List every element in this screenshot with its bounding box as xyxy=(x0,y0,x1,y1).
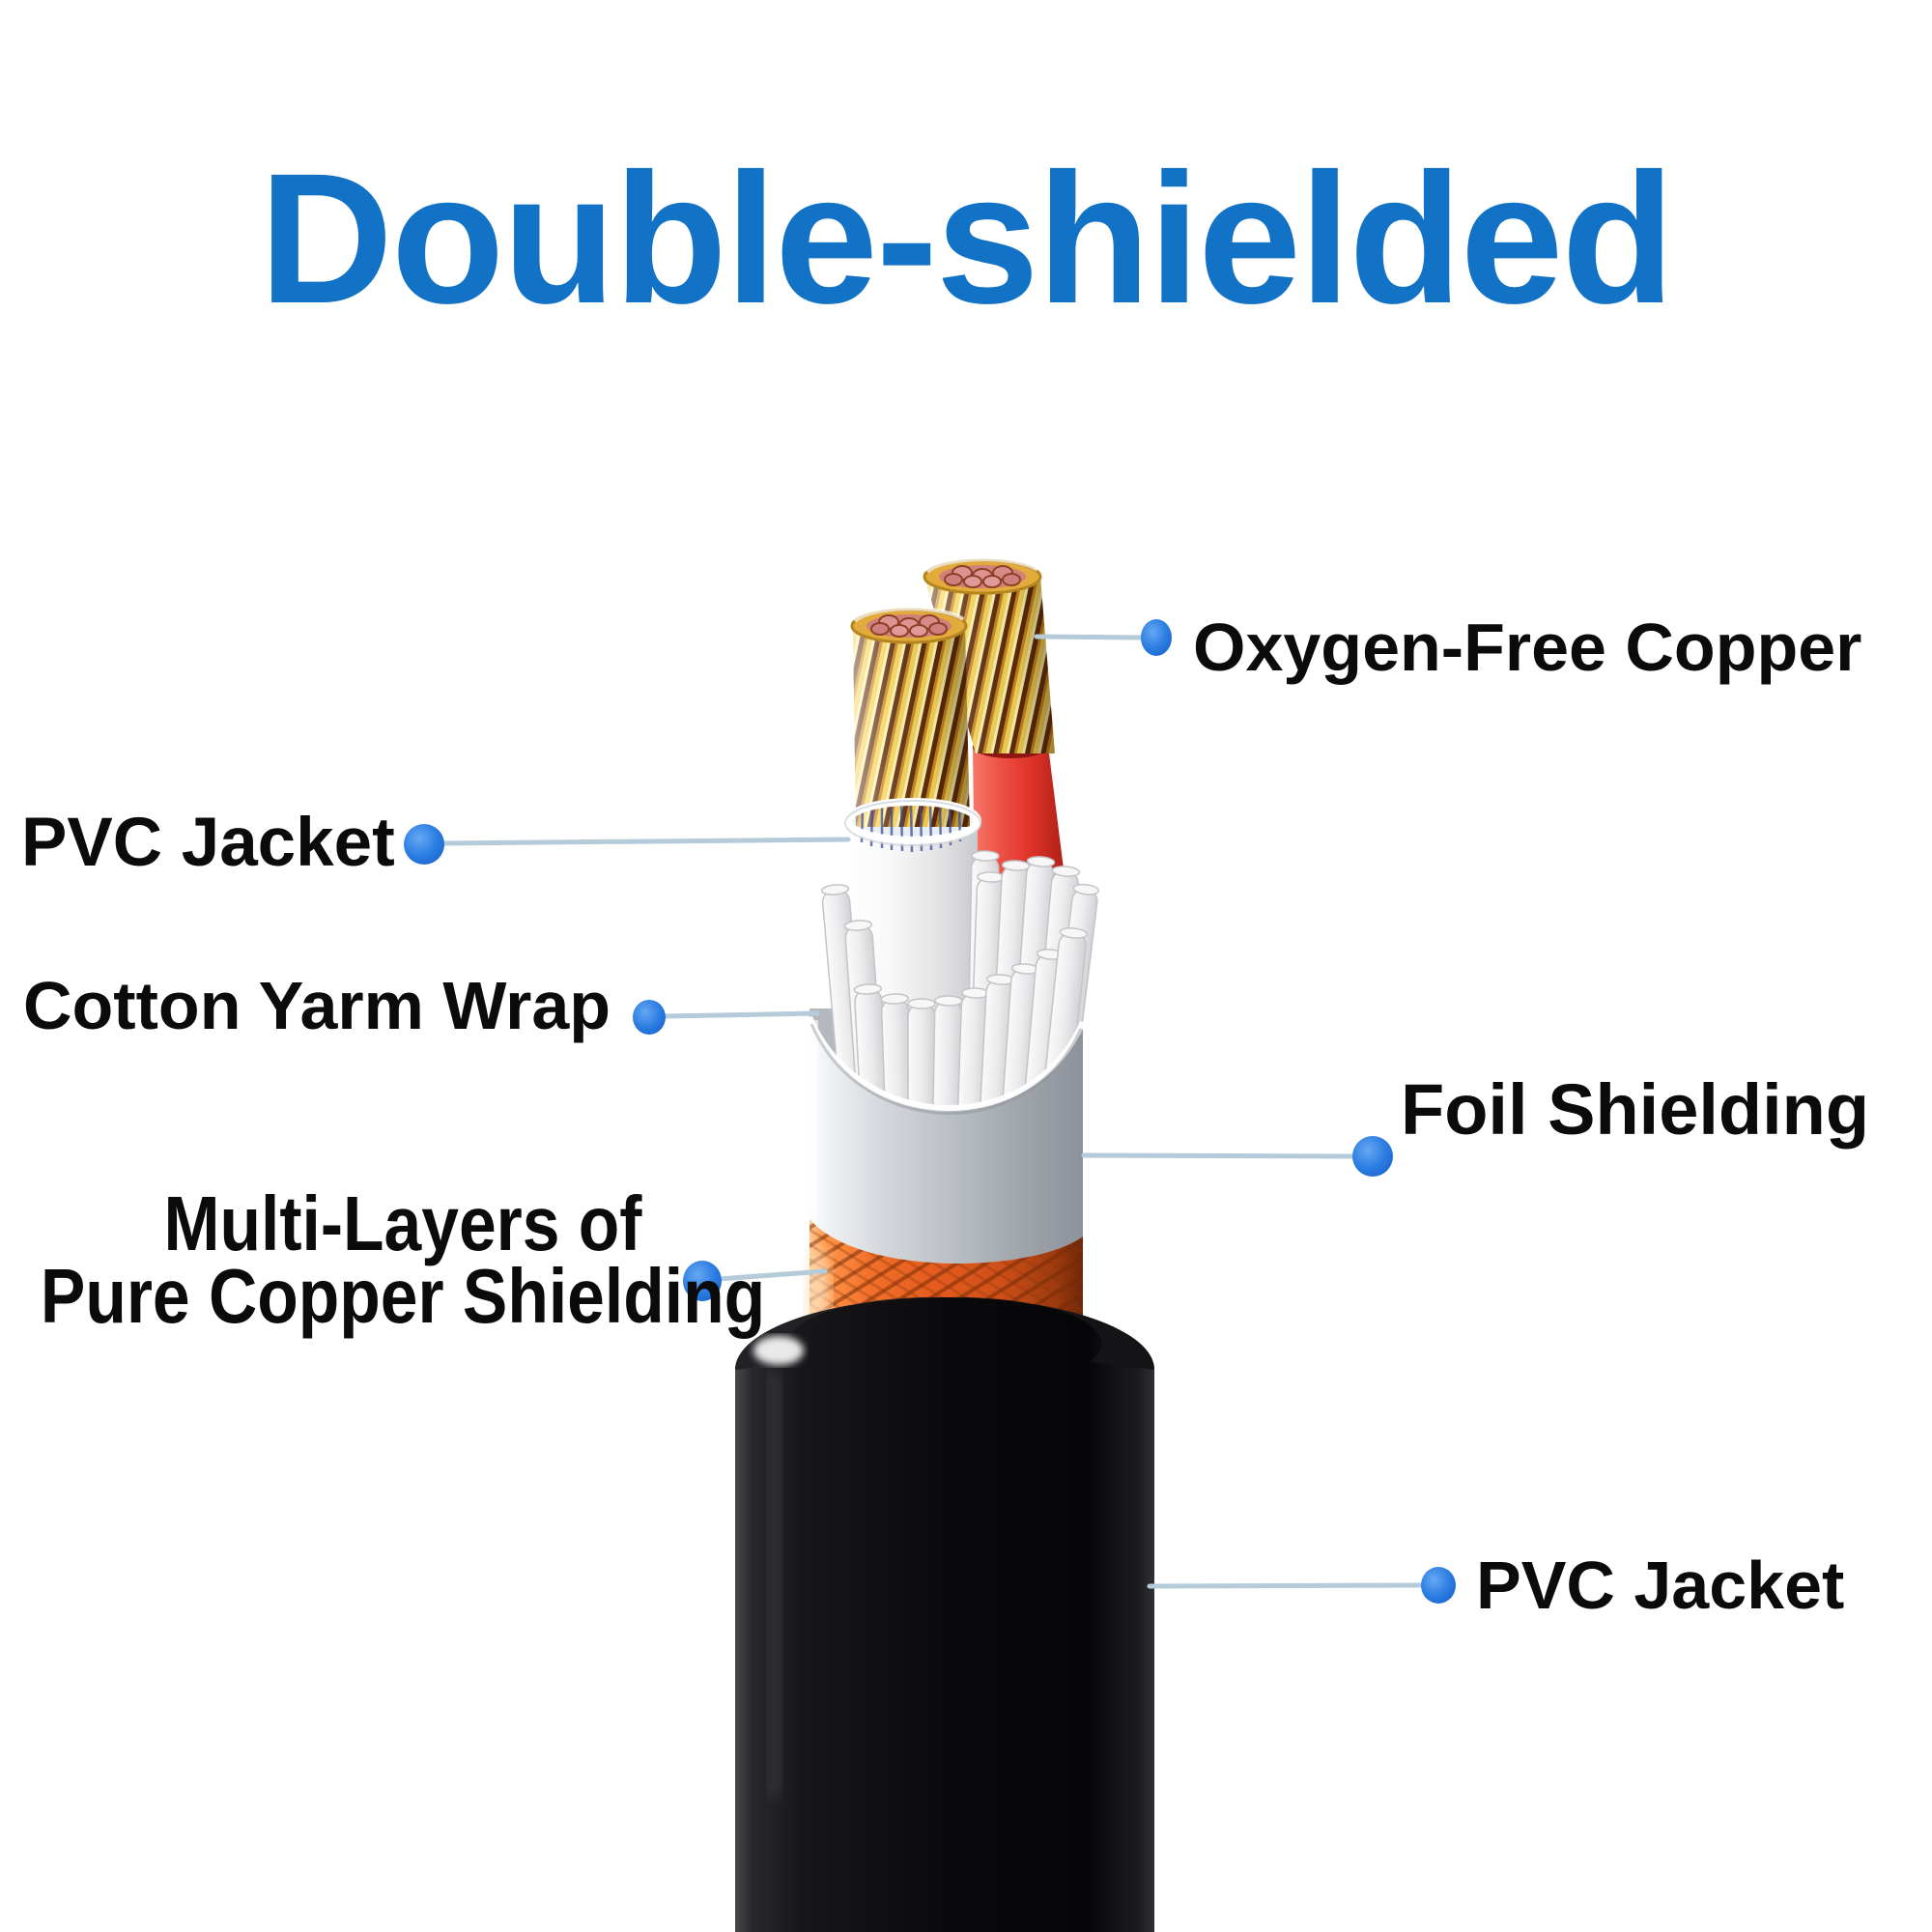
page-title: Double-shielded xyxy=(259,134,1674,342)
label-oxygen-free-copper: Oxygen-Free Copper xyxy=(1193,610,1862,685)
leader-line-oxygen xyxy=(1034,634,1146,640)
label-foil-shielding: Foil Shielding xyxy=(1401,1069,1870,1150)
leader-line-pvc-bottom xyxy=(1147,1582,1424,1589)
label-pvc-jacket-outer: PVC Jacket xyxy=(1476,1548,1845,1623)
callout-dot-oxygen xyxy=(1141,619,1172,656)
callout-dot-pvc-bottom xyxy=(1421,1567,1456,1604)
label-cotton-yarn-wrap: Cotton Yarm Wrap xyxy=(23,968,611,1043)
callout-dot-copper-shielding xyxy=(683,1261,722,1301)
leader-line-copper-shielding xyxy=(716,1268,828,1282)
callout-dot-foil xyxy=(1352,1136,1393,1177)
leader-lines xyxy=(440,634,1424,1589)
label-multi-layers-line1: Multi-Layers of xyxy=(163,1180,642,1266)
callout-dot-pvc-left xyxy=(404,824,444,865)
leader-line-cotton xyxy=(662,1010,820,1019)
label-pvc-jacket-inner: PVC Jacket xyxy=(21,805,395,881)
jacket-specular-highlight xyxy=(753,1336,804,1365)
callout-dots xyxy=(404,619,1456,1604)
copper-bundle-left xyxy=(850,607,970,827)
callout-dot-cotton xyxy=(633,1000,666,1035)
leader-line-foil xyxy=(1081,1152,1357,1159)
pvc-jacket-outer xyxy=(735,1296,1154,1932)
pvc-jacket-front-rim xyxy=(735,1362,1154,1442)
foil-shield xyxy=(807,1015,1086,1264)
label-multi-layers-line2: Pure Copper Shielding xyxy=(40,1253,766,1339)
leader-line-pvc-left xyxy=(440,837,851,846)
foil-cut-edge xyxy=(807,1015,1086,1111)
